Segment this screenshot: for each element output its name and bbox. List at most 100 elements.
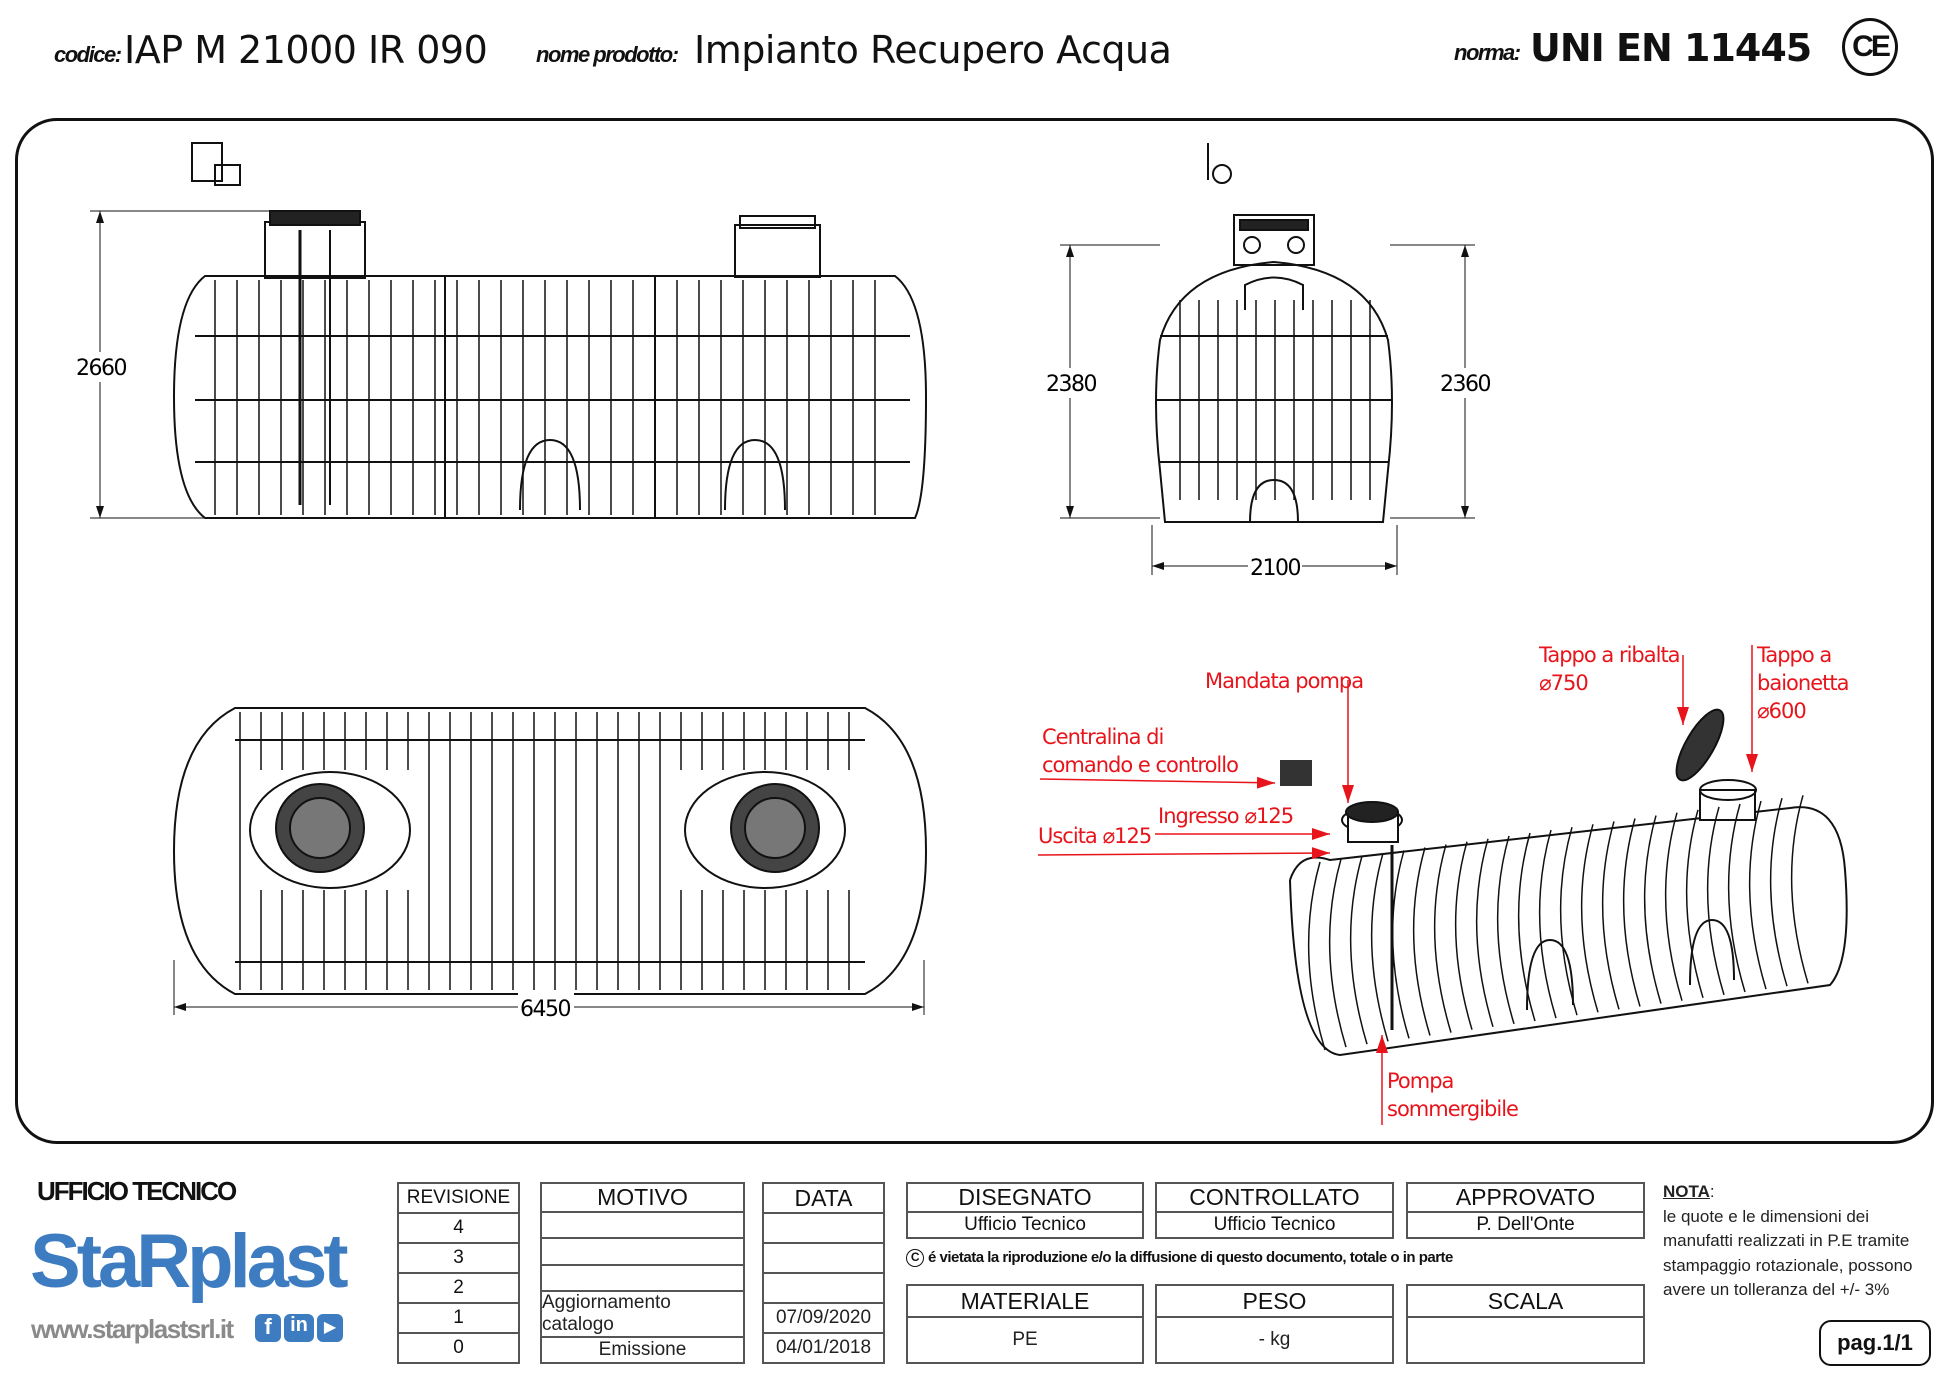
dimension-end: 2380 2360 2100 — [1044, 244, 1492, 582]
rib — [1391, 850, 1410, 1039]
rib — [1580, 824, 1599, 1013]
motivo-cell — [542, 1237, 743, 1263]
revision-cell: 4 — [399, 1212, 518, 1242]
peso-label: PESO — [1242, 1287, 1307, 1314]
linkedin-icon[interactable]: in — [284, 1314, 314, 1342]
end-view — [1155, 214, 1393, 523]
approvato-value: P. Dell'Onte — [1408, 1211, 1643, 1237]
rib — [1475, 838, 1494, 1028]
materiale-label: MATERIALE — [960, 1287, 1090, 1314]
callout-line: ⌀600 — [1757, 699, 1807, 723]
note-colon: : — [1709, 1182, 1715, 1201]
data-cell — [764, 1242, 883, 1272]
rib — [1622, 818, 1641, 1007]
facebook-icon[interactable]: f — [255, 1314, 281, 1342]
callout-line: sommergibile — [1387, 1097, 1519, 1121]
end-view-pump-icon — [1207, 143, 1232, 184]
norm-label: norma: — [1454, 40, 1521, 65]
materiale-value: PE — [908, 1316, 1142, 1362]
data-cell: 07/09/2020 — [764, 1302, 883, 1332]
data-column: DATA 07/09/2020 04/01/2018 — [762, 1182, 885, 1364]
rib — [1790, 795, 1809, 984]
code-label: codice: — [54, 42, 122, 67]
note-line: stampaggio rotazionale, possono — [1663, 1255, 1913, 1275]
dim-6450: 6450 — [520, 997, 570, 1022]
revision-cell: 0 — [399, 1332, 518, 1362]
motivo-header: MOTIVO — [597, 1184, 688, 1210]
rib — [1664, 812, 1683, 1001]
company-logo: StaRplast — [30, 1219, 349, 1304]
rib — [1706, 806, 1725, 996]
rib — [1559, 826, 1578, 1016]
callout-line: ⌀750 — [1539, 671, 1589, 695]
callout-leaders — [1037, 645, 1758, 1125]
motivo-cell: Emissione — [542, 1335, 743, 1362]
data-cell — [764, 1272, 883, 1302]
rib — [1349, 855, 1368, 1045]
dimension-side-height: 2660 — [74, 210, 270, 519]
youtube-icon[interactable]: ▶ — [317, 1314, 343, 1342]
callout-ingresso: Ingresso ⌀125 — [1158, 804, 1294, 828]
scala-label: SCALA — [1487, 1287, 1564, 1314]
note: NOTA: le quote e le dimensioni dei manuf… — [1663, 1180, 1913, 1303]
dim-2100: 2100 — [1250, 556, 1300, 581]
motivo-cell — [542, 1211, 743, 1237]
callout-uscita: Uscita ⌀125 — [1038, 824, 1152, 848]
copyright-icon: C — [906, 1249, 924, 1267]
dim-2380: 2380 — [1046, 372, 1096, 397]
revision-cell: 1 — [399, 1302, 518, 1332]
data-cell: 04/01/2018 — [764, 1332, 883, 1362]
revision-cell: 3 — [399, 1242, 518, 1272]
callout-pompa: Pompa sommergibile — [1387, 1067, 1519, 1123]
rib — [1412, 847, 1431, 1036]
controllato-value: Ufficio Tecnico — [1157, 1211, 1392, 1237]
callout-line: baionetta — [1757, 671, 1849, 695]
rib — [1433, 844, 1452, 1033]
peso-value: - kg — [1157, 1316, 1392, 1362]
scala-value — [1408, 1316, 1643, 1362]
top-view-manholes — [249, 771, 846, 889]
rib — [1496, 835, 1515, 1025]
callout-tappo-ribalta: Tappo a ribalta⌀750 — [1539, 641, 1681, 697]
data-header: DATA — [794, 1184, 853, 1211]
ce-mark-icon: CE — [1842, 18, 1898, 76]
disegnato-value: Ufficio Tecnico — [908, 1211, 1142, 1237]
office-title: UFFICIO TECNICO — [37, 1176, 237, 1206]
rib — [1328, 858, 1347, 1048]
side-view-control-icon — [191, 142, 241, 186]
controllato-label: CONTROLLATO — [1189, 1184, 1360, 1210]
rib — [1517, 832, 1536, 1022]
copyright-text: é vietata la riproduzione e/o la diffusi… — [928, 1249, 1453, 1266]
rib — [1643, 815, 1662, 1004]
rib — [1601, 821, 1620, 1010]
data-cell — [764, 1212, 883, 1242]
note-line: le quote e le dimensioni dei — [1663, 1206, 1870, 1226]
norm-value: UNI EN 11445 — [1530, 26, 1812, 70]
dimension-length: 6450 — [173, 960, 925, 1023]
peso-box: PESO- kg — [1155, 1284, 1394, 1364]
revision-cell: 2 — [399, 1272, 518, 1302]
rib — [1727, 803, 1746, 993]
rib — [1538, 829, 1557, 1019]
motivo-column: MOTIVO Aggiornamento catalogo Emissione — [540, 1182, 745, 1364]
social-links: f in ▶ — [255, 1314, 343, 1342]
callout-line: Pompa — [1387, 1069, 1454, 1093]
disegnato-label: DISEGNATO — [958, 1184, 1092, 1210]
rib — [1307, 861, 1326, 1051]
product-code: IAP M 21000 IR 090 — [124, 28, 488, 72]
note-line: manufatti realizzati in P.E tramite — [1663, 1231, 1910, 1250]
motivo-cell — [542, 1263, 743, 1290]
company-website[interactable]: www.starplastsrl.it — [31, 1314, 234, 1344]
approvato-label: APPROVATO — [1455, 1184, 1596, 1210]
callout-line: Centralina di — [1042, 725, 1164, 749]
callout-mandata-pompa: Mandata pompa — [1205, 669, 1364, 693]
revision-header: REVISIONE — [406, 1187, 511, 1208]
rib — [1748, 800, 1767, 990]
